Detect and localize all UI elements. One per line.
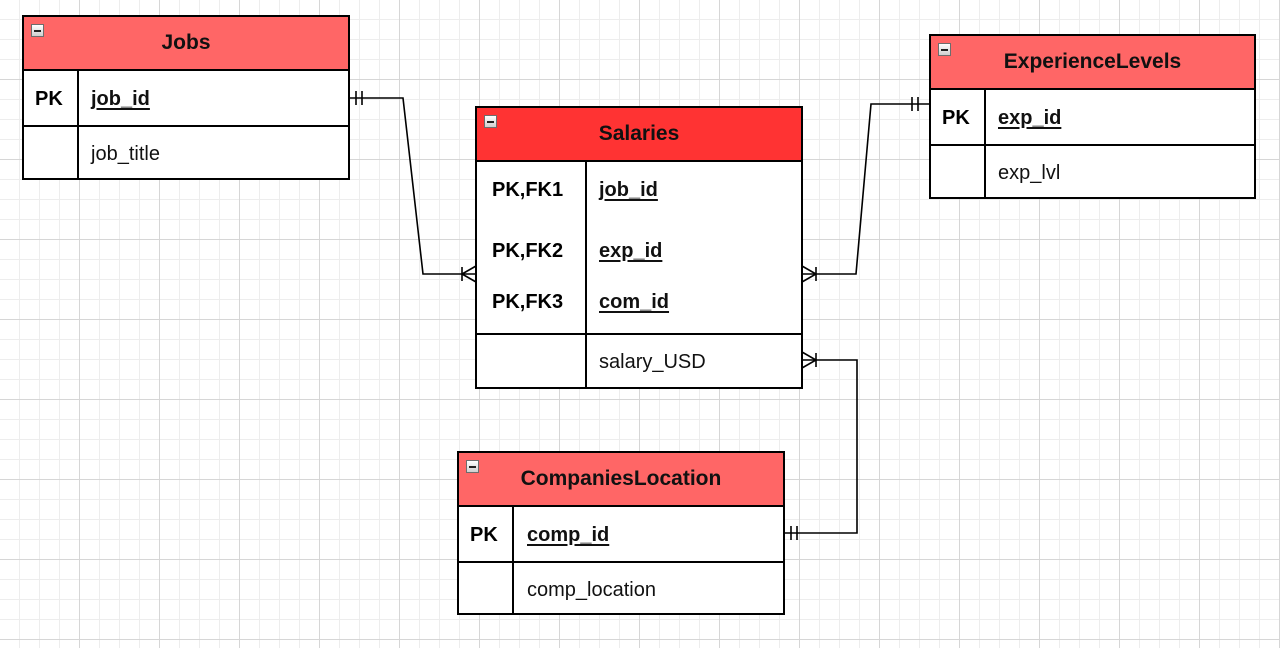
relationship-jobs-salaries <box>350 97 476 275</box>
collapse-icon[interactable] <box>484 115 497 128</box>
key-section: PK,FK1 job_id PK,FK2 exp_id PK,FK3 com_i… <box>477 162 801 334</box>
collapse-icon[interactable] <box>466 460 479 473</box>
entity-companies-location[interactable]: CompaniesLocation PK comp_id comp_locati… <box>457 451 785 615</box>
collapse-icon[interactable] <box>938 43 951 56</box>
relationship-companies-salaries <box>785 359 858 534</box>
key-label: PK <box>942 107 970 129</box>
entity-salaries-header[interactable]: Salaries <box>477 108 801 162</box>
entity-salaries[interactable]: Salaries PK,FK1 job_id PK,FK2 exp_id PK,… <box>475 106 803 389</box>
table-row[interactable]: comp_location <box>459 561 783 613</box>
field-name: exp_lvl <box>998 162 1061 184</box>
entity-experience-levels-header[interactable]: ExperienceLevels <box>931 36 1254 90</box>
entity-companies-location-header[interactable]: CompaniesLocation <box>459 453 783 507</box>
table-row[interactable]: PK comp_id <box>459 507 783 562</box>
field-name: job_id <box>599 179 658 201</box>
entity-title: Jobs <box>161 31 211 54</box>
crows-foot-many-marker <box>801 351 818 369</box>
entity-title: ExperienceLevels <box>1003 50 1182 73</box>
field-name: exp_id <box>998 107 1062 129</box>
entity-title: Salaries <box>598 122 680 145</box>
relationship-experience-salaries <box>802 103 930 275</box>
crows-foot-many-marker <box>460 265 477 283</box>
collapse-icon[interactable] <box>31 24 44 37</box>
table-row[interactable]: exp_lvl <box>931 144 1254 197</box>
field-name: job_title <box>91 143 160 165</box>
field-name: job_id <box>91 88 150 110</box>
field-name: com_id <box>599 291 670 313</box>
entity-experience-levels[interactable]: ExperienceLevels PK exp_id exp_lvl <box>929 34 1256 199</box>
key-label: PK <box>35 88 63 110</box>
table-row[interactable]: job_title <box>24 125 348 178</box>
field-name: comp_location <box>527 579 656 601</box>
field-name: exp_id <box>599 240 663 262</box>
key-label: PK,FK3 <box>492 291 564 313</box>
entity-title: CompaniesLocation <box>520 467 722 490</box>
entity-jobs[interactable]: Jobs PK job_id job_title <box>22 15 350 180</box>
key-label: PK,FK2 <box>492 240 564 262</box>
table-row[interactable]: salary_USD <box>477 333 801 387</box>
key-label: PK <box>470 524 498 546</box>
field-name: salary_USD <box>599 351 706 373</box>
key-label: PK,FK1 <box>492 179 564 201</box>
table-row[interactable]: PK exp_id <box>931 90 1254 145</box>
table-row[interactable]: PK job_id <box>24 71 348 126</box>
crows-foot-many-marker <box>801 265 818 283</box>
entity-jobs-header[interactable]: Jobs <box>24 17 348 71</box>
field-name: comp_id <box>527 524 610 546</box>
